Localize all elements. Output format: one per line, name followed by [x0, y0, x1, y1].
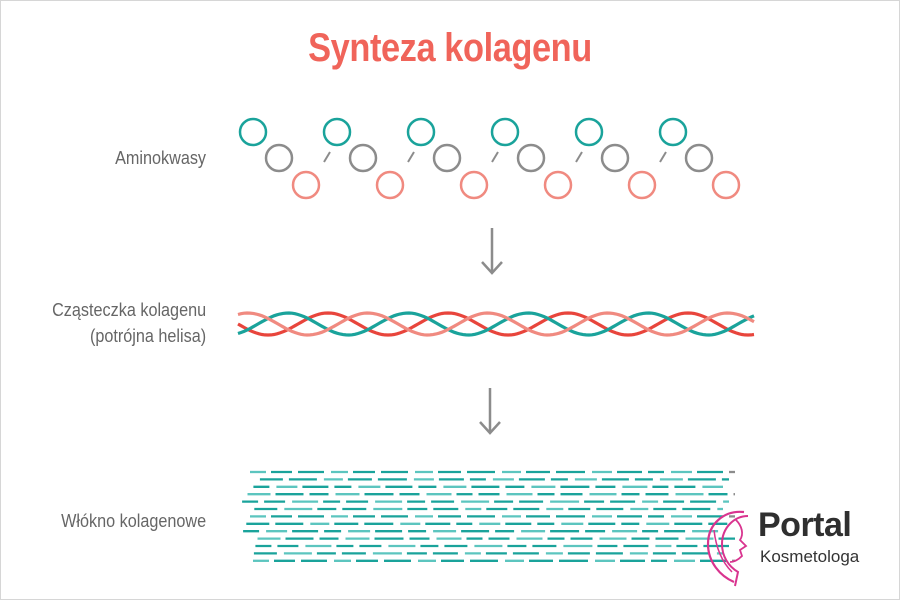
amino-bond [575, 151, 583, 163]
amino-acids-label: Aminokwasy [115, 148, 206, 168]
amino-acid-circle [322, 117, 352, 147]
helix-strand [237, 311, 755, 337]
amino-acid-circle [574, 117, 604, 147]
amino-acid-circle [264, 143, 294, 173]
amino-bond [323, 151, 331, 163]
amino-acid-circle [627, 170, 657, 200]
amino-acid-chain [238, 117, 741, 200]
amino-acid-circle [348, 143, 378, 173]
amino-acid-circle [543, 170, 573, 200]
amino-acid-circle [459, 170, 489, 200]
triple-helix [237, 311, 755, 337]
collagen-molecule-label-line1: Cząsteczka kolagenu [52, 300, 206, 320]
amino-acid-circle [238, 117, 268, 147]
down-arrow-icon [481, 228, 503, 275]
amino-acid-circle [516, 143, 546, 173]
amino-acid-circle [658, 117, 688, 147]
amino-acid-circle [600, 143, 630, 173]
amino-acid-circle [406, 117, 436, 147]
amino-acid-circle [432, 143, 462, 173]
logo-kosmetologa-text: Kosmetologa [760, 547, 860, 566]
amino-acid-circle [375, 170, 405, 200]
collagen-molecule-label-line2: (potrójna helisa) [89, 326, 206, 346]
amino-acid-circle [291, 170, 321, 200]
logo-portal-text: Portal [758, 506, 852, 544]
amino-bond [659, 151, 667, 163]
helix-strand [237, 311, 755, 337]
amino-acid-circle [711, 170, 741, 200]
collagen-fiber-label: Włókno kolagenowe [61, 511, 206, 531]
amino-acid-circle [490, 117, 520, 147]
woman-profile-icon [706, 510, 749, 587]
amino-bond [407, 151, 415, 163]
down-arrow-icon [479, 388, 501, 435]
amino-bond [491, 151, 499, 163]
page-title: Synteza kolagenu [308, 26, 592, 70]
amino-acid-circle [684, 143, 714, 173]
collagen-molecule-label: Cząsteczka kolagenu (potrójna helisa) [52, 297, 206, 349]
collagen-fiber [242, 470, 735, 562]
